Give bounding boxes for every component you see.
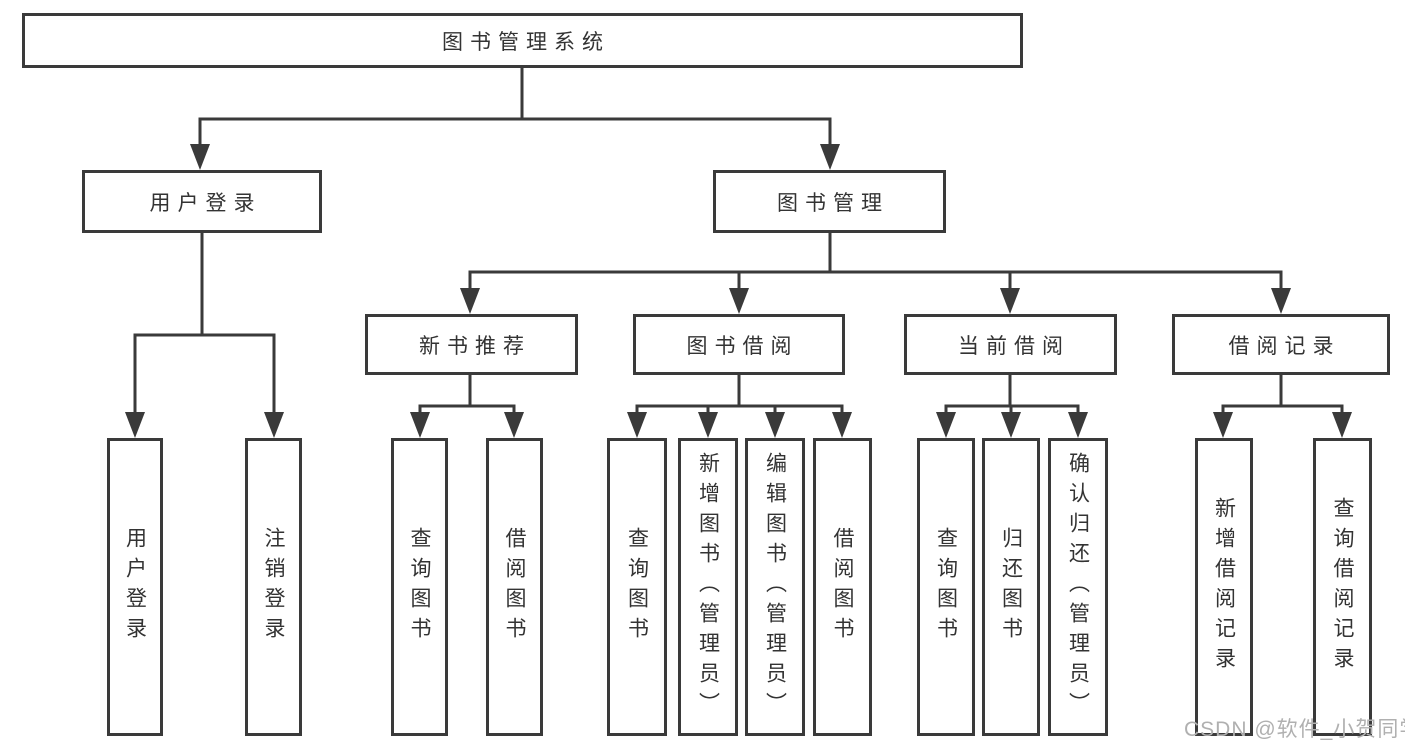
leaf-query-borrow-record: 查询借阅记录 [1313, 438, 1372, 736]
node-user-login: 用户登录 [82, 170, 322, 233]
leaf-query-books-recommend: 查询图书 [391, 438, 448, 736]
leaf-label: 确认归还（管理员） [1066, 452, 1090, 722]
leaf-edit-books-admin: 编辑图书（管理员） [745, 438, 805, 736]
node-book-borrow: 图书借阅 [633, 314, 845, 375]
node-label: 图书管理 [777, 191, 889, 215]
node-label: 借阅记录 [1228, 334, 1341, 358]
node-book-management: 图书管理 [713, 170, 946, 233]
leaf-label: 新增借阅记录 [1212, 497, 1236, 677]
leaf-label: 用户登录 [123, 527, 147, 647]
node-label: 当前借阅 [958, 334, 1070, 358]
node-borrow-records: 借阅记录 [1172, 314, 1390, 375]
leaf-add-borrow-record: 新增借阅记录 [1195, 438, 1253, 736]
leaf-confirm-return-admin: 确认归还（管理员） [1048, 438, 1108, 736]
leaf-label: 查询借阅记录 [1331, 497, 1354, 677]
leaf-add-books-admin: 新增图书（管理员） [678, 438, 738, 736]
leaf-label: 查询图书 [625, 527, 649, 647]
leaf-label: 查询图书 [934, 527, 958, 647]
leaf-label: 注销登录 [262, 527, 285, 647]
leaf-query-books-current: 查询图书 [917, 438, 975, 736]
node-label: 图书管理系统 [442, 30, 610, 54]
leaf-borrow-books: 借阅图书 [813, 438, 872, 736]
leaf-user-login: 用户登录 [107, 438, 163, 736]
node-current-borrow: 当前借阅 [904, 314, 1117, 375]
leaf-label: 借阅图书 [831, 527, 854, 647]
leaf-label: 借阅图书 [503, 527, 526, 647]
node-new-book-recommend: 新书推荐 [365, 314, 578, 375]
node-label: 用户登录 [149, 191, 262, 215]
node-label: 新书推荐 [419, 334, 531, 358]
leaf-borrow-books-recommend: 借阅图书 [486, 438, 543, 736]
leaf-return-books: 归还图书 [982, 438, 1040, 736]
leaf-query-books-borrow: 查询图书 [607, 438, 667, 736]
leaf-logout: 注销登录 [245, 438, 302, 736]
leaf-label: 编辑图书（管理员） [763, 452, 787, 722]
node-library-management-system: 图书管理系统 [22, 13, 1023, 68]
leaf-label: 查询图书 [408, 527, 431, 647]
node-label: 图书借阅 [686, 334, 799, 358]
leaf-label: 归还图书 [999, 527, 1023, 647]
leaf-label: 新增图书（管理员） [696, 452, 720, 722]
